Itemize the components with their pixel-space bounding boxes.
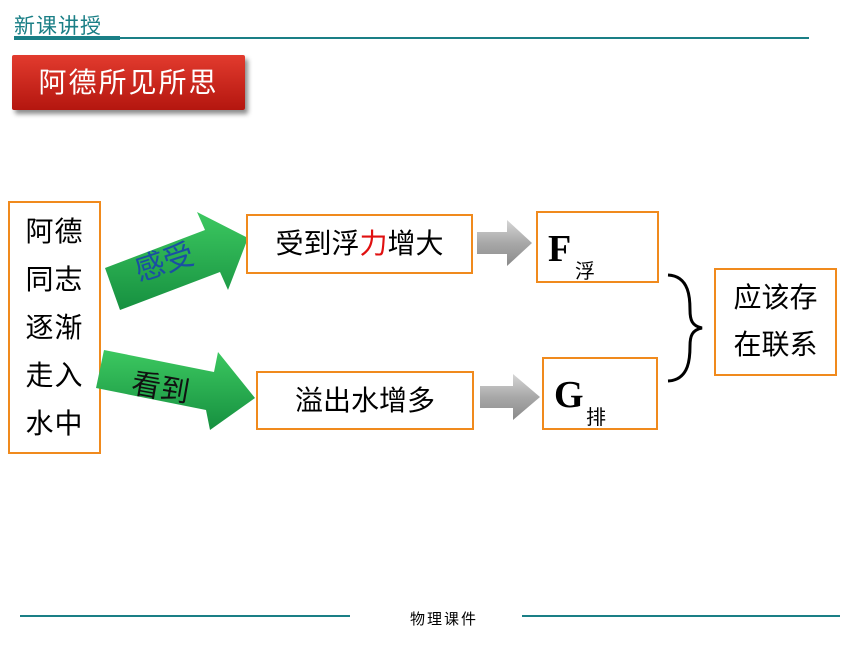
buoyancy-text-end: 增大: [387, 227, 444, 260]
see-arrow: [96, 350, 255, 430]
subject-line: 水中: [25, 407, 84, 440]
weight-subscript: 排: [586, 405, 606, 429]
subject-line: 同志: [25, 263, 84, 296]
feel-arrow: [105, 212, 248, 310]
displaced-weight-box: G 排: [542, 357, 658, 430]
conclusion-box: 应该存 在联系: [714, 268, 837, 376]
overflow-box: 溢出水增多: [256, 371, 474, 430]
buoyancy-text-highlight: 力: [359, 227, 388, 260]
footer-label: 物理课件: [410, 610, 479, 628]
force-symbol: F: [548, 228, 572, 270]
header-divider: [14, 37, 809, 39]
conclusion-line: 在联系: [733, 328, 818, 361]
conclusion-line: 应该存: [733, 281, 818, 314]
subject-line: 逐渐: [25, 311, 84, 344]
grey-arrow-bottom: [480, 374, 540, 420]
grey-arrow-top: [477, 220, 532, 266]
header-divider-accent: [14, 36, 120, 40]
weight-symbol: G: [554, 374, 584, 416]
section-label: 新课讲授: [14, 14, 102, 38]
footer-divider-right: [522, 615, 840, 617]
subject-line: 阿德: [25, 215, 84, 248]
footer-divider-left: [20, 615, 350, 617]
buoyant-force-box: F 浮: [536, 211, 659, 283]
buoyancy-text-start: 受到浮: [275, 227, 360, 260]
slide-title: 阿德所见所思: [12, 55, 245, 110]
right-brace: [667, 273, 703, 383]
subject-line: 走入: [25, 359, 84, 392]
subject-box: 阿德 同志 逐渐 走入 水中: [8, 201, 101, 454]
buoyancy-increase-box: 受到浮力增大: [246, 214, 473, 274]
force-subscript: 浮: [575, 259, 595, 283]
